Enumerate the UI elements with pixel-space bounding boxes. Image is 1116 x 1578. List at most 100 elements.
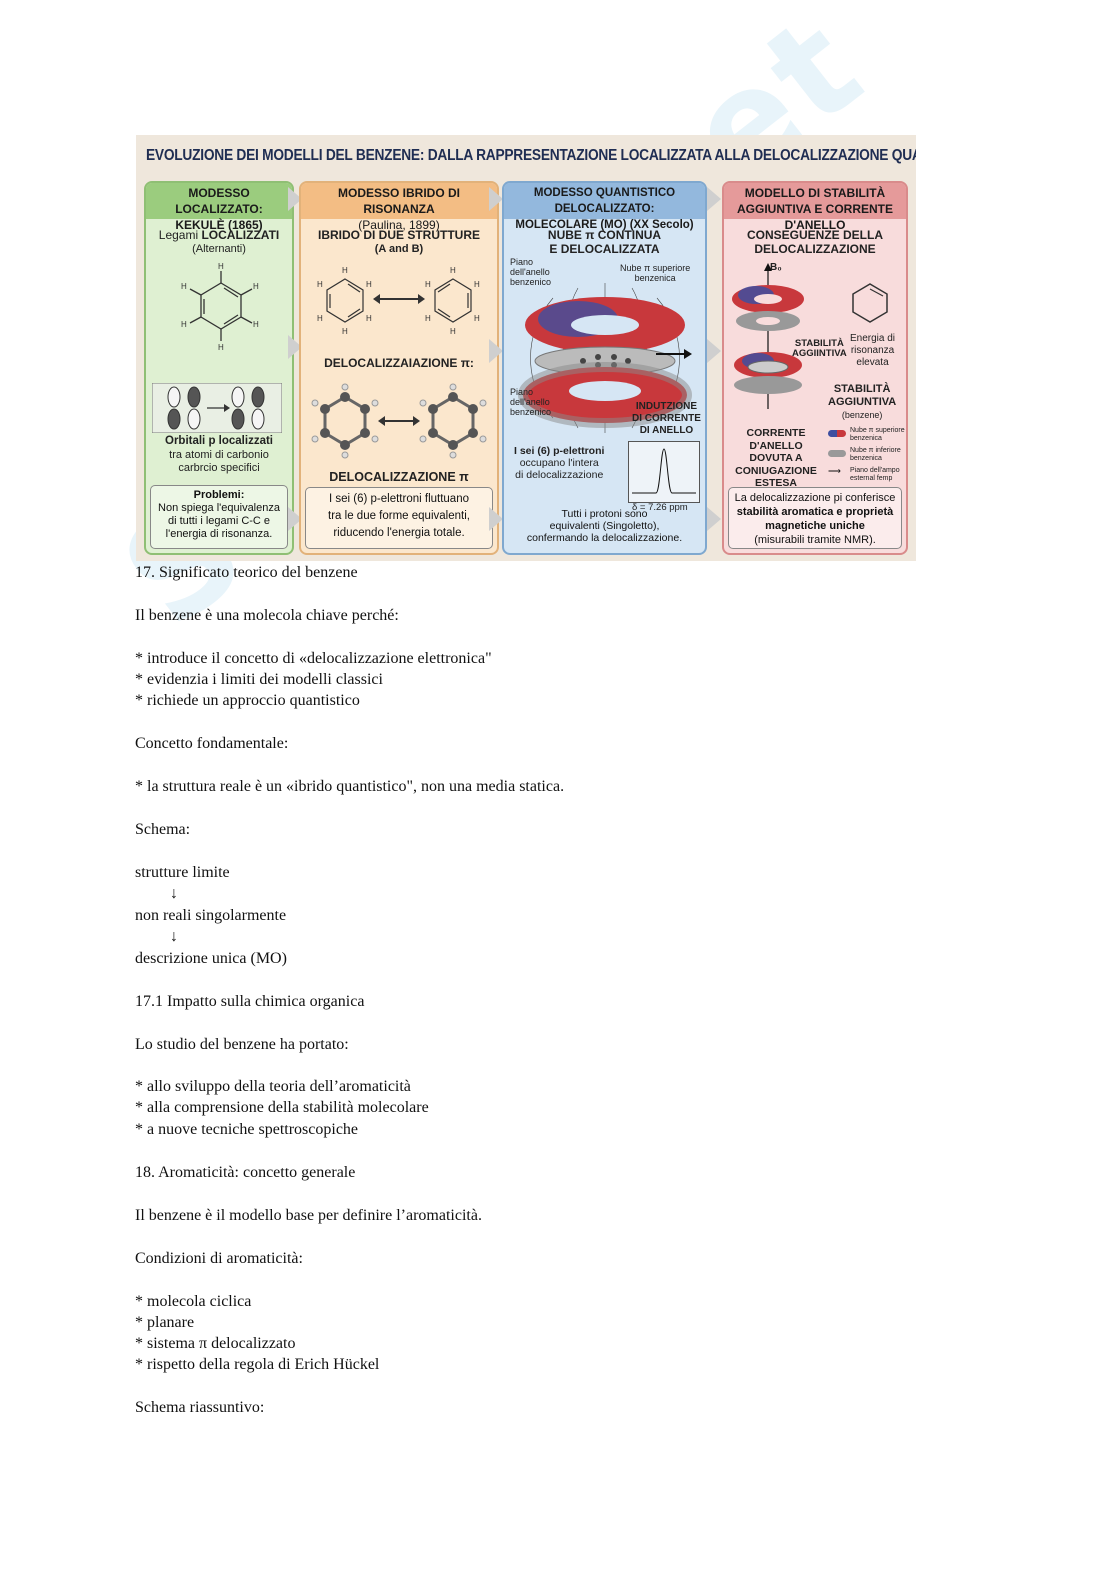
svg-text:H: H [342, 327, 348, 336]
arrow-2 [288, 335, 302, 359]
panel-mo: MODESSO QUANTISTICO DELOCALIZZATO: MOLEC… [502, 181, 707, 555]
bullet-item: * molecola ciclica [135, 1293, 252, 1310]
note-line-1: La delocalizzazione pi conferisce [734, 492, 896, 504]
note-line-1: Tutti i protoni sono [561, 508, 648, 520]
nmr-label: δ = 7.26 ppm [632, 502, 688, 513]
arrow-4 [489, 187, 503, 211]
legend-swatch-lower [828, 450, 846, 457]
paragraph: Concetto fondamentale: [135, 735, 289, 752]
paragraph: Lo studio del benzene ha portato: [135, 1036, 349, 1053]
current-arrow [656, 349, 692, 359]
bullet-item: * richiede un approccio quantistico [135, 692, 360, 709]
note-line-3: confermando la delocalizzazione. [526, 532, 683, 544]
header-line-1: MODELLO DI STABILITÀ [744, 186, 886, 200]
cloud-title-1: NUBE π CONTINUA [547, 228, 662, 242]
svg-text:H: H [218, 343, 224, 352]
delocalization-label-1: DELOCALIZZAIAZIONE π: [324, 356, 474, 370]
note-line-3: magnetiche uniche [765, 520, 865, 532]
header-line-2: KEKULÈ (1865) [175, 218, 263, 232]
legend-label-plane: Piano dell'ampo esternal femp [850, 467, 900, 482]
section-heading-17: 17. Significato teorico del benzene [135, 564, 358, 581]
paragraph: Il benzene è il modello base per definir… [135, 1207, 482, 1224]
resonance-note: I sei (6) p-elettroni fluttuano tra le d… [305, 487, 493, 549]
hybrid-sub: (A and B) [374, 243, 424, 255]
panel-header: MODESSO IBRIDO DI RISONANZA (Paulina, 18… [301, 183, 497, 232]
stability-note: La delocalizzazione pi conferisce stabil… [728, 487, 902, 549]
svg-text:H: H [253, 320, 259, 329]
svg-text:H: H [450, 266, 456, 275]
arrow-6 [489, 507, 503, 531]
header-line-1: MODESSO IBRIDO DI RISONANZA [337, 186, 460, 216]
arrow-5 [489, 339, 503, 363]
benzene-models-figure: EVOLUZIONE DEI MODELLI DEL BENZENE: DALL… [136, 135, 916, 561]
bullet-item: * rispetto della regola di Erich Hückel [135, 1356, 380, 1373]
bonds-sub: (Alternanti) [192, 243, 246, 255]
legend-item-lower: Nube π inferiore benzenica [828, 447, 906, 467]
panel-stability: MODELLO DI STABILITÀ AGGIUNTIVA E CORREN… [722, 181, 908, 555]
svg-text:H: H [366, 280, 372, 289]
p-orbitals-diagram [152, 383, 282, 433]
bonds-label: Legami LOCALIZZATI [158, 228, 280, 242]
note-line-2: tra le due forme equivalenti, [328, 510, 470, 522]
down-arrow-icon: ↓ [170, 885, 178, 902]
arrow-8 [707, 339, 721, 363]
ball-stick-structures [311, 383, 487, 459]
svg-text:H: H [474, 280, 480, 289]
bullet-item: * la struttura reale è un «ibrido quanti… [135, 778, 565, 795]
svg-text:H: H [474, 314, 480, 323]
legend-arrow-icon: ⟶ [828, 466, 841, 476]
arrow-9 [707, 507, 721, 531]
kekule-structure: HHH HHH [181, 262, 259, 352]
legend: Nube π superiore benzenica Nube π inferi… [828, 427, 906, 487]
arrow-1 [288, 187, 302, 211]
svg-text:H: H [218, 262, 224, 271]
svg-text:H: H [425, 314, 431, 323]
nmr-spectrum [628, 441, 700, 503]
problems-note: Problemi: Non spiega l'equivalenza di tu… [150, 485, 288, 549]
bullet-item: * allo sviluppo della teoria dell’aromat… [135, 1078, 411, 1095]
problems-text-1: Non spiega l'equivalenza [158, 502, 280, 514]
paragraph: Schema: [135, 821, 191, 838]
benzene-ring-icon [852, 283, 888, 323]
note-line-4: (misurabili tramite NMR). [754, 534, 876, 546]
orbitals-sub-2: carbrcio specifici [178, 462, 260, 474]
cloud-title-2: E DELOCALIZZATA [549, 242, 660, 256]
pi-cloud-torus [518, 283, 692, 433]
legend-item-upper: Nube π superiore benzenica [828, 427, 906, 447]
schema-line: descrizione unica (MO) [135, 950, 287, 967]
consequences-title-1: CONSEGUENZE DELLA [746, 228, 883, 242]
note-line-3: riducendo l'energia totale. [333, 527, 465, 539]
figure-title: EVOLUZIONE DEI MODELLI DEL BENZENE: DALL… [146, 147, 916, 164]
header-line-1: MODESSO LOCALIZZATO: [175, 186, 263, 216]
schema-line: non reali singolarmente [135, 907, 287, 924]
orbitals-label: Orbitali p localizzati [165, 435, 273, 447]
note-line-2: equivalenti (Singoletto), [549, 520, 660, 532]
arrow-7 [707, 187, 721, 211]
stability-tori [732, 263, 804, 409]
delocalization-label-2: DELOCALIZZAZIONE π [329, 470, 469, 484]
legend-item-plane: ⟶ Piano dell'ampo esternal femp [828, 466, 906, 487]
consequences-title-2: DELOCALIZZAZIONE [754, 242, 876, 256]
schema-line: strutture limite [135, 864, 230, 881]
svg-text:H: H [181, 320, 187, 329]
bullet-item: * a nuove tecniche spettroscopiche [135, 1121, 359, 1138]
header-line-2: MOLECOLARE (MO) (XX Secolo) [515, 219, 694, 231]
down-arrow-icon: ↓ [170, 928, 178, 945]
svg-text:H: H [253, 282, 259, 291]
section-heading-17-1: 17.1 Impatto sulla chimica organica [135, 993, 365, 1010]
problems-text-3: l'energia di risonanza. [165, 528, 273, 540]
svg-text:H: H [342, 266, 348, 275]
panel-header: MODELLO DI STABILITÀ AGGIUNTIVA E CORREN… [724, 183, 906, 232]
bullet-item: * planare [135, 1314, 195, 1331]
svg-text:H: H [317, 280, 323, 289]
section-heading-18: 18. Aromaticità: concetto generale [135, 1164, 356, 1181]
panel-resonance: MODESSO IBRIDO DI RISONANZA (Paulina, 18… [299, 181, 499, 555]
